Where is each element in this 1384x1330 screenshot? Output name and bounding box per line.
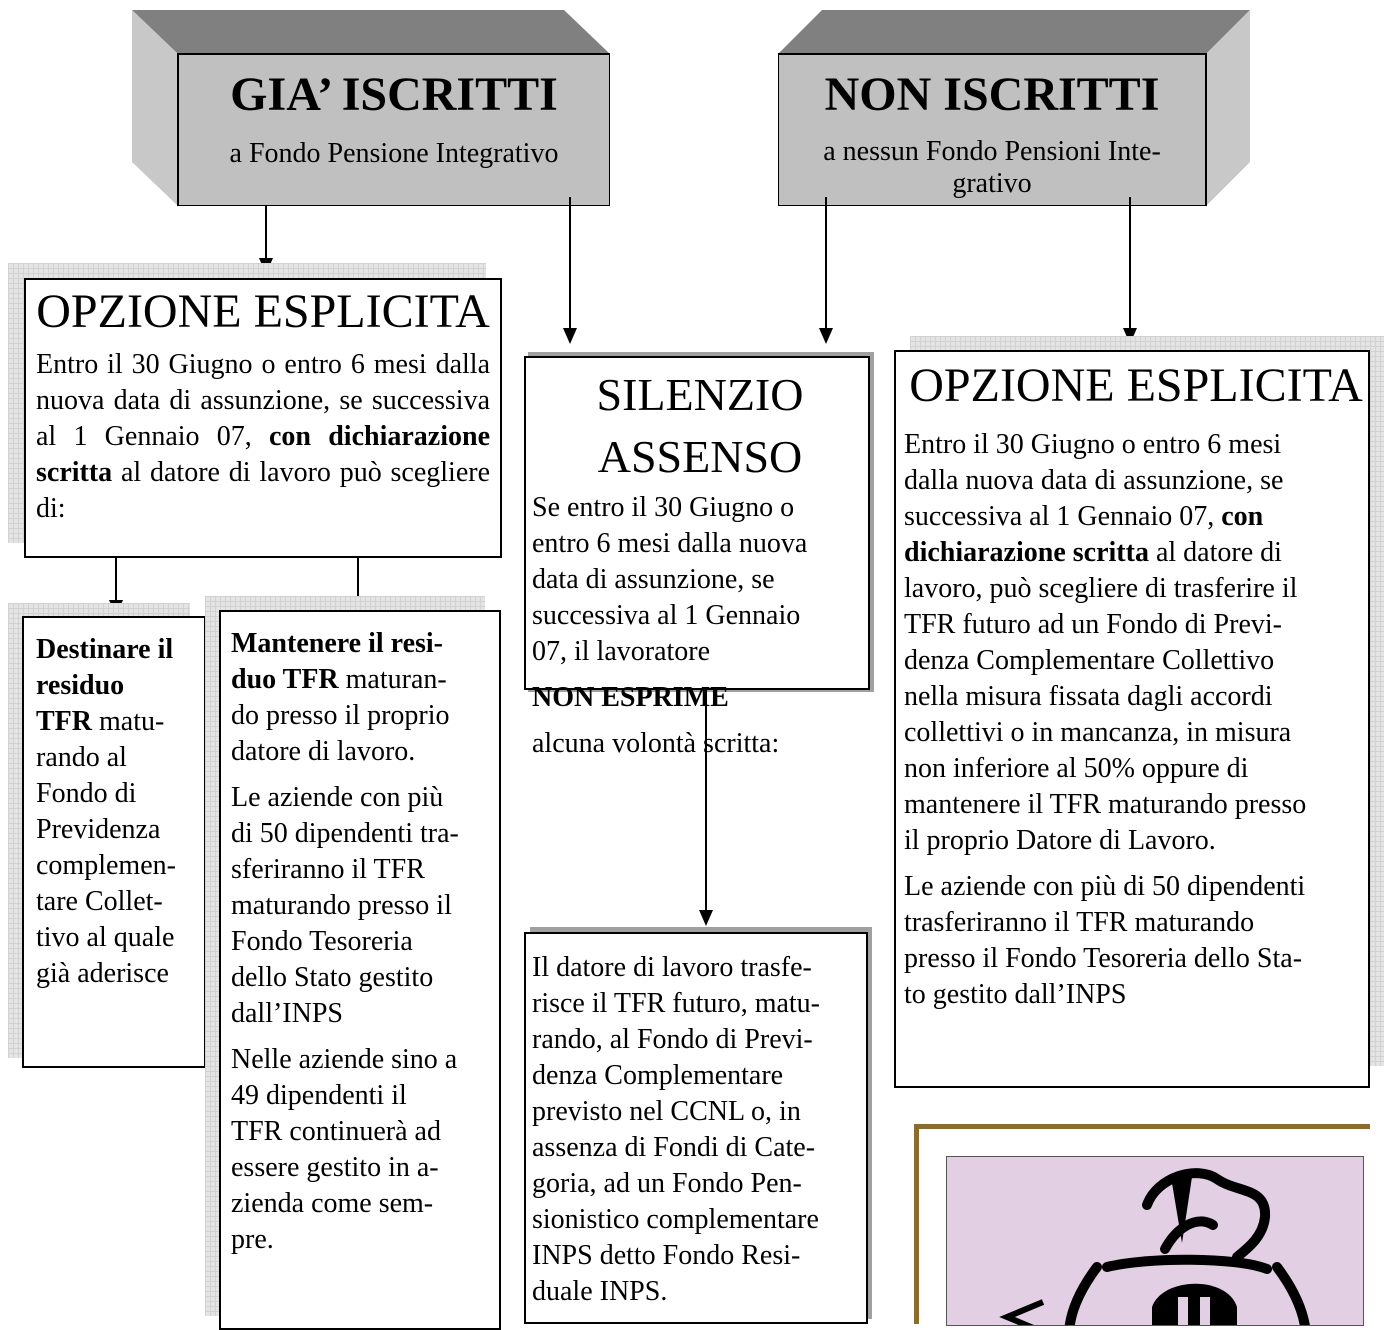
clipart-panel	[946, 1156, 1364, 1326]
datore-box: Il datore di lavoro trasfe- risce il TFR…	[524, 932, 868, 1324]
header-non-iscritti: NON ISCRITTI a nessun Fondo Pensioni Int…	[778, 10, 1250, 206]
datore-text: Il datore di lavoro trasfe- risce il TFR…	[532, 952, 820, 1307]
silenzio-text: Se entro il 30 Giugno o entro 6 mesi dal…	[532, 492, 808, 759]
silenzio-box: SILENZIO ASSENSO Se entro il 30 Giugno o…	[524, 356, 870, 759]
silenzio-title-l2: ASSENSO	[597, 431, 803, 482]
opzione-right-box: OPZIONE ESPLICITA Entro il 30 Giugno o e…	[894, 350, 1370, 1088]
mantenere-text: Mantenere il resi- duo TFR maturan- do p…	[231, 628, 459, 1255]
silenzio-title-l1: SILENZIO	[596, 369, 804, 420]
opzione-left-title: OPZIONE ESPLICITA	[36, 285, 490, 338]
opzione-right-title: OPZIONE ESPLICITA	[909, 359, 1363, 412]
header-right-subtitle-line1: a nessun Fondo Pensioni Inte-	[823, 135, 1161, 167]
opzione-right-text: Entro il 30 Giugno o entro 6 mesi dalla …	[904, 428, 1307, 1010]
opzione-left-text: Entro il 30 Giugno o entro 6 mesi dalla …	[36, 348, 490, 524]
header-right-title: NON ISCRITTI	[824, 68, 1160, 121]
header-left-title: GIA’ ISCRITTI	[230, 68, 558, 121]
mantenere-box: Mantenere il resi- duo TFR maturan- do p…	[219, 610, 501, 1330]
header-left-subtitle: a Fondo Pensione Integrativo	[229, 137, 559, 169]
header-right-subtitle-line2: grativo	[952, 167, 1032, 199]
header-gia-iscritti: GIA’ ISCRITTI a Fondo Pensione Integrati…	[132, 10, 610, 206]
destinare-box: Destinare il residuo TFR matu- rando al …	[22, 616, 206, 1068]
opzione-left-box: OPZIONE ESPLICITA Entro il 30 Giugno o e…	[24, 278, 502, 558]
destinare-text: Destinare il residuo TFR matu- rando al …	[36, 634, 176, 989]
money-bag-icon	[999, 1168, 1310, 1325]
